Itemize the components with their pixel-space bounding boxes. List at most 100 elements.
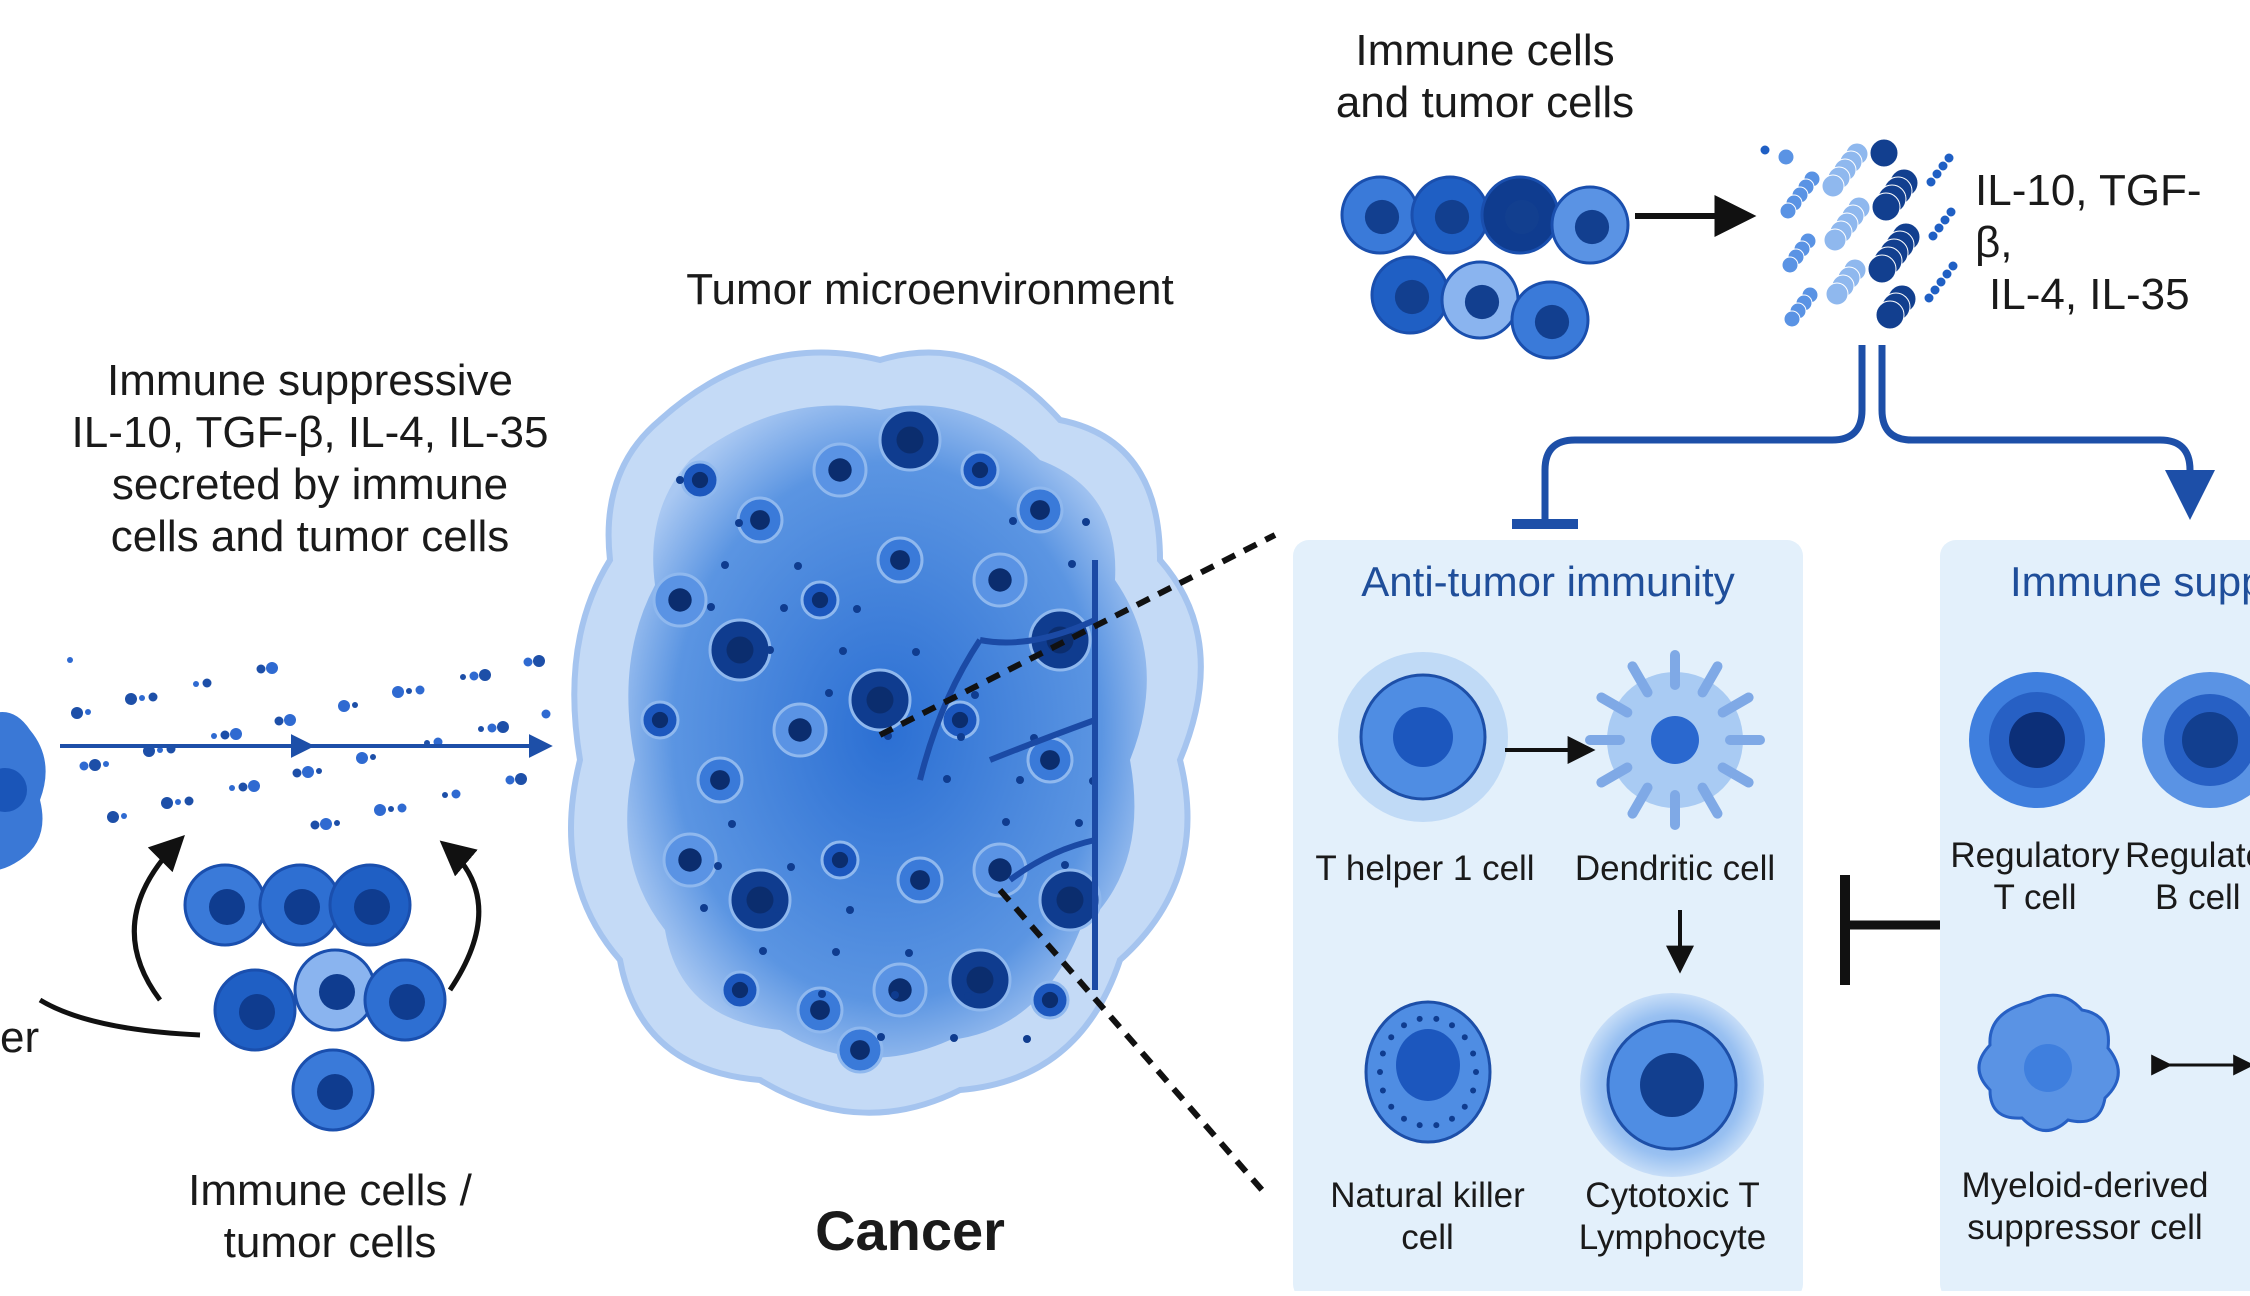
breg-label-line-1: Regulato [2125, 836, 2250, 875]
dendrite [1717, 762, 1754, 788]
tumor-particle [853, 605, 861, 613]
left-suppressive-line-2: IL-10, TGF-β, IL-4, IL-35 [71, 407, 549, 457]
cytokine-dot [352, 702, 358, 708]
tumor-particle [780, 604, 788, 612]
left-suppressive-label: Immune suppressive IL-10, TGF-β, IL-4, I… [40, 355, 580, 563]
nk-label-line-2: cell [1401, 1218, 1454, 1257]
tumor-particle [714, 862, 722, 870]
nk-granule [1379, 1087, 1386, 1094]
cytokine-dot [248, 780, 260, 792]
tumor-particle [1002, 818, 1010, 826]
mdsc-label-line-1: Myeloid-derived [1961, 1166, 2209, 1205]
left-cluster-cell [258, 863, 342, 947]
left-source-line-1: Immune cells / [188, 1166, 472, 1215]
tumor-particle [766, 646, 774, 654]
secreted-particle [1947, 260, 1959, 272]
top-source-label: Immune cells and tumor cells [1300, 25, 1670, 129]
tumor-particle [787, 863, 795, 871]
left-cluster-cell [291, 1048, 375, 1132]
secreted-particle [1937, 160, 1949, 172]
dendritic-cell [1585, 650, 1765, 830]
nk-granule [1449, 1022, 1455, 1029]
branch-connectors [1541, 345, 2194, 520]
cytokine-stream [67, 655, 551, 830]
nk-granule [1470, 1087, 1477, 1094]
ctl-label-line-1: Cytotoxic T [1585, 1176, 1760, 1215]
tumor-particle [759, 947, 767, 955]
top-cluster-cell [1440, 260, 1520, 340]
treg-label-line-1: Regulatory [1950, 836, 2120, 875]
cytokine-dot [442, 792, 448, 798]
cytokine-dot [125, 693, 137, 705]
cytokine-dot [334, 820, 340, 826]
left-partial-label: er [0, 1013, 40, 1062]
cytokine-dot [184, 796, 194, 806]
cytokine-dot [505, 775, 515, 785]
ctl-cell [1580, 993, 1764, 1177]
breg-cell [2142, 672, 2250, 808]
cytokine-dot [157, 747, 163, 753]
ctl-label: Cytotoxic T Lymphocyte [1545, 1175, 1800, 1259]
ctl-label-line-2: Lymphocyte [1578, 1218, 1767, 1257]
nk-granule [1433, 1122, 1440, 1129]
top-cytokine-label: IL-10, TGF-β, IL-4, IL-35 [1975, 165, 2235, 321]
th1-label: T helper 1 cell [1315, 849, 1535, 888]
tumor-particle [773, 905, 781, 913]
secreted-particle [1783, 310, 1801, 328]
treg-label: Regulatory T cell [1940, 835, 2130, 919]
cytokine-dot [238, 782, 248, 792]
left-suppressive-line-4: cells and tumor cells [110, 511, 510, 561]
left-partial-cell [0, 712, 46, 870]
secreted-particle [1945, 206, 1957, 218]
tumor-particle [707, 603, 715, 611]
cytokine-dot [310, 820, 320, 830]
tumor-particle [1016, 776, 1024, 784]
secreted-particle [1927, 230, 1939, 242]
cytokine-dot [79, 761, 89, 771]
top-cluster-cell [1550, 185, 1630, 265]
nk-granule [1388, 1103, 1395, 1110]
secreted-particle [1929, 284, 1941, 296]
nk-granule [1388, 1034, 1395, 1041]
breg-label-line-2: B cell [2155, 878, 2241, 917]
tumor-particle [721, 561, 729, 569]
nk-granule [1470, 1050, 1477, 1057]
cytokine-dot [103, 761, 109, 767]
left-curve-arrow-up-1 [131, 835, 185, 1002]
tumor-particle [877, 1033, 885, 1041]
tumor-particle [898, 690, 906, 698]
cytokine-dot [320, 818, 332, 830]
cytokine-dot [71, 707, 83, 719]
secreted-particle [1925, 176, 1937, 188]
cytokine-dot [316, 768, 322, 774]
nk-granule [1416, 1122, 1423, 1129]
tumor-particle [957, 733, 965, 741]
mdsc-label-line-2: suppressor cell [1967, 1208, 2203, 1247]
cytokine-dot [451, 789, 461, 799]
secreted-particle [1825, 282, 1849, 306]
nk-label: Natural killer cell [1300, 1175, 1555, 1259]
cytokine-dot [302, 766, 314, 778]
secreted-particle [1941, 268, 1953, 280]
secreted-particle [1875, 300, 1905, 330]
left-suppressive-line-3: secreted by immune [111, 459, 509, 509]
tumor-particle [1023, 1035, 1031, 1043]
anti-tumor-title: Anti-tumor immunity [1361, 558, 1735, 605]
cytokine-dot [284, 714, 296, 726]
secreted-particle [1777, 148, 1795, 166]
secreted-particle [1923, 292, 1935, 304]
zoom-line-top [878, 532, 1277, 738]
top-cytokine-line-1: IL-10, TGF-β, [1975, 166, 2202, 267]
nk-granule [1473, 1069, 1479, 1075]
tumor-particle [1009, 517, 1017, 525]
nk-granule [1416, 1015, 1423, 1022]
cytokine-dot [541, 709, 551, 719]
secreted-particle [1939, 214, 1951, 226]
cytokine-dot [202, 678, 212, 688]
cancer-label: Cancer [815, 1199, 1005, 1262]
secreted-particle [1867, 254, 1897, 284]
secreted-particle [1781, 256, 1799, 274]
cytokine-dot [478, 726, 484, 732]
left-suppressive-line-1: Immune suppressive [107, 356, 513, 405]
